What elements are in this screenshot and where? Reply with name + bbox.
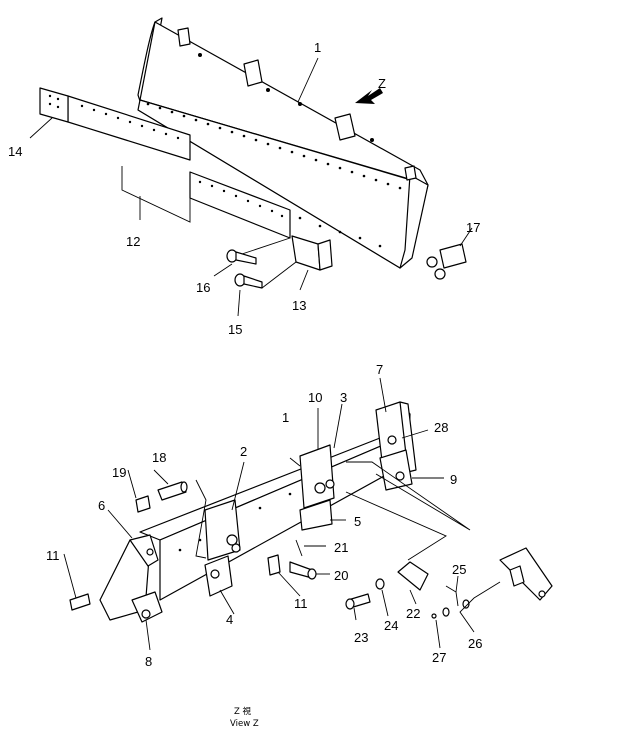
callout-23: 23 — [354, 630, 368, 645]
callout-25: 25 — [452, 562, 466, 577]
top-bracket-c — [334, 113, 356, 141]
callout-14: 14 — [8, 144, 22, 159]
callout-7: 7 — [376, 362, 383, 377]
callout-2: 2 — [240, 444, 247, 459]
callout-6: 6 — [98, 498, 105, 513]
callout-10: 10 — [308, 390, 322, 405]
washer-27 — [442, 607, 450, 617]
callout-19: 19 — [112, 465, 126, 480]
bolt-15 — [234, 273, 263, 289]
blade-bracket-13 — [291, 235, 333, 271]
bracket-22 — [397, 561, 429, 591]
callout-17: 17 — [466, 220, 480, 235]
fitting-19 — [135, 495, 151, 513]
callout-18: 18 — [152, 450, 166, 465]
blade-bolt-holes — [146, 102, 402, 248]
fitting-11-left — [69, 593, 91, 611]
view-marker-z: Z — [378, 76, 386, 91]
callout-22: 22 — [406, 606, 420, 621]
frame-assembly — [69, 401, 553, 623]
callout-4: 4 — [226, 612, 233, 627]
washer-24 — [375, 578, 385, 590]
callout-8: 8 — [145, 654, 152, 669]
top-bracket-d — [404, 165, 417, 181]
callout-11-right: 11 — [294, 596, 308, 611]
bracket-9 — [379, 449, 413, 491]
caption-line-1: Z 視 — [234, 706, 252, 717]
callout-3: 3 — [340, 390, 347, 405]
pin-18 — [157, 481, 187, 501]
view-z-arrow — [355, 88, 383, 104]
cotter-pin-21 — [295, 539, 303, 557]
view-caption: Z 視 View Z — [230, 706, 259, 729]
callout-1-upper: 1 — [314, 40, 321, 55]
bracket-8 — [131, 591, 163, 623]
top-bracket-a — [177, 27, 191, 47]
callout-28: 28 — [434, 420, 448, 435]
callout-labels: 1 14 12 16 15 13 17 1 19 18 6 2 10 3 7 2… — [8, 40, 482, 669]
callout-11-left: 11 — [46, 548, 60, 563]
caption-line-2: View Z — [230, 719, 259, 729]
bolt-16 — [226, 249, 257, 265]
bracket-3 — [299, 444, 335, 509]
blade-right-end — [399, 174, 429, 269]
callout-27: 27 — [432, 650, 446, 665]
callout-5: 5 — [354, 514, 361, 529]
callout-12: 12 — [126, 234, 140, 249]
callout-26: 26 — [468, 636, 482, 651]
nut-17 — [426, 243, 467, 280]
callout-1-lower: 1 — [282, 410, 289, 425]
callout-15: 15 — [228, 322, 242, 337]
bracket-5 — [299, 499, 333, 531]
end-bit — [39, 87, 69, 123]
callout-21: 21 — [334, 540, 348, 555]
fitting-11-right — [267, 554, 281, 576]
callout-13: 13 — [292, 298, 306, 313]
side-assembly — [499, 547, 553, 601]
callout-20: 20 — [334, 568, 348, 583]
blade-assembly — [137, 17, 429, 269]
top-bracket-b — [243, 59, 263, 87]
leader-lines — [29, 57, 501, 651]
callout-16: 16 — [196, 280, 210, 295]
callout-24: 24 — [384, 618, 398, 633]
callout-9: 9 — [450, 472, 457, 487]
washer-26 — [462, 599, 470, 609]
